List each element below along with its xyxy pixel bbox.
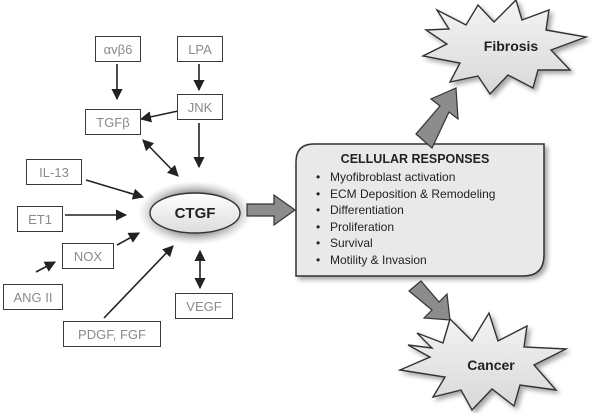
factor-box-et1: ET1: [17, 206, 63, 232]
factor-box-tgfb: TGFβ: [85, 109, 141, 135]
factor-box-il13: IL-13: [26, 159, 82, 185]
arrow-il13-to-ctgf: [85, 179, 145, 200]
cancer-burst-shape: [397, 311, 569, 412]
cellular-responses-title: CELLULAR RESPONSES: [340, 152, 490, 166]
arrow-tgfb-ctgf-bidirectional: [142, 139, 179, 177]
factor-label-jnk: JNK: [187, 99, 213, 115]
cancer-label: Cancer: [467, 357, 515, 373]
factor-label-il13: IL-13: [39, 164, 69, 180]
factor-box-lpa: LPA: [177, 36, 223, 62]
factor-box-nox: NOX: [62, 243, 114, 269]
block-arrow-to-cancer: [408, 280, 451, 321]
factor-label-tgfb: TGFβ: [96, 114, 130, 130]
response-item: ECM Deposition & Remodeling: [310, 186, 526, 203]
arrow-pdgf-fgf-to-ctgf: [103, 245, 174, 319]
factor-box-vegf: VEGF: [175, 293, 233, 319]
factor-label-pdgf-fgf: PDGF, FGF: [78, 326, 146, 342]
factor-label-et1: ET1: [28, 211, 52, 227]
fibrosis-label: Fibrosis: [483, 38, 539, 54]
cellular-responses-list: Myofibroblast activation ECM Deposition …: [310, 169, 526, 268]
factor-label-nox: NOX: [73, 248, 103, 264]
block-arrow-to-fibrosis: [415, 87, 459, 149]
cellular-responses-content: CELLULAR RESPONSES Myofibroblast activat…: [296, 146, 534, 274]
ctgf-node: [149, 192, 241, 234]
ctgf-label: CTGF: [174, 204, 216, 222]
factor-box-avb6: αvβ6: [95, 36, 141, 62]
fibrosis-burst-shape: [420, 0, 589, 96]
factor-label-ang2: ANG II: [13, 289, 53, 305]
block-arrow-ctgf-to-responses: [246, 193, 297, 227]
arrow-ang2-to-nox: [35, 261, 56, 273]
response-item: Differentiation: [310, 202, 526, 219]
factor-label-avb6: αvβ6: [103, 41, 133, 57]
factor-label-lpa: LPA: [188, 41, 212, 57]
response-item: Proliferation: [310, 219, 526, 236]
factor-box-pdgf-fgf: PDGF, FGF: [63, 321, 161, 347]
response-item: Myofibroblast activation: [310, 169, 526, 186]
factor-box-ang2: ANG II: [3, 284, 63, 310]
factor-box-jnk: JNK: [177, 94, 223, 120]
response-item: Survival: [310, 235, 526, 252]
factor-label-vegf: VEGF: [186, 298, 222, 314]
arrow-nox-to-ctgf: [116, 232, 140, 246]
response-item: Motility & Invasion: [310, 252, 526, 269]
arrow-jnk-to-tgfb: [139, 110, 179, 123]
